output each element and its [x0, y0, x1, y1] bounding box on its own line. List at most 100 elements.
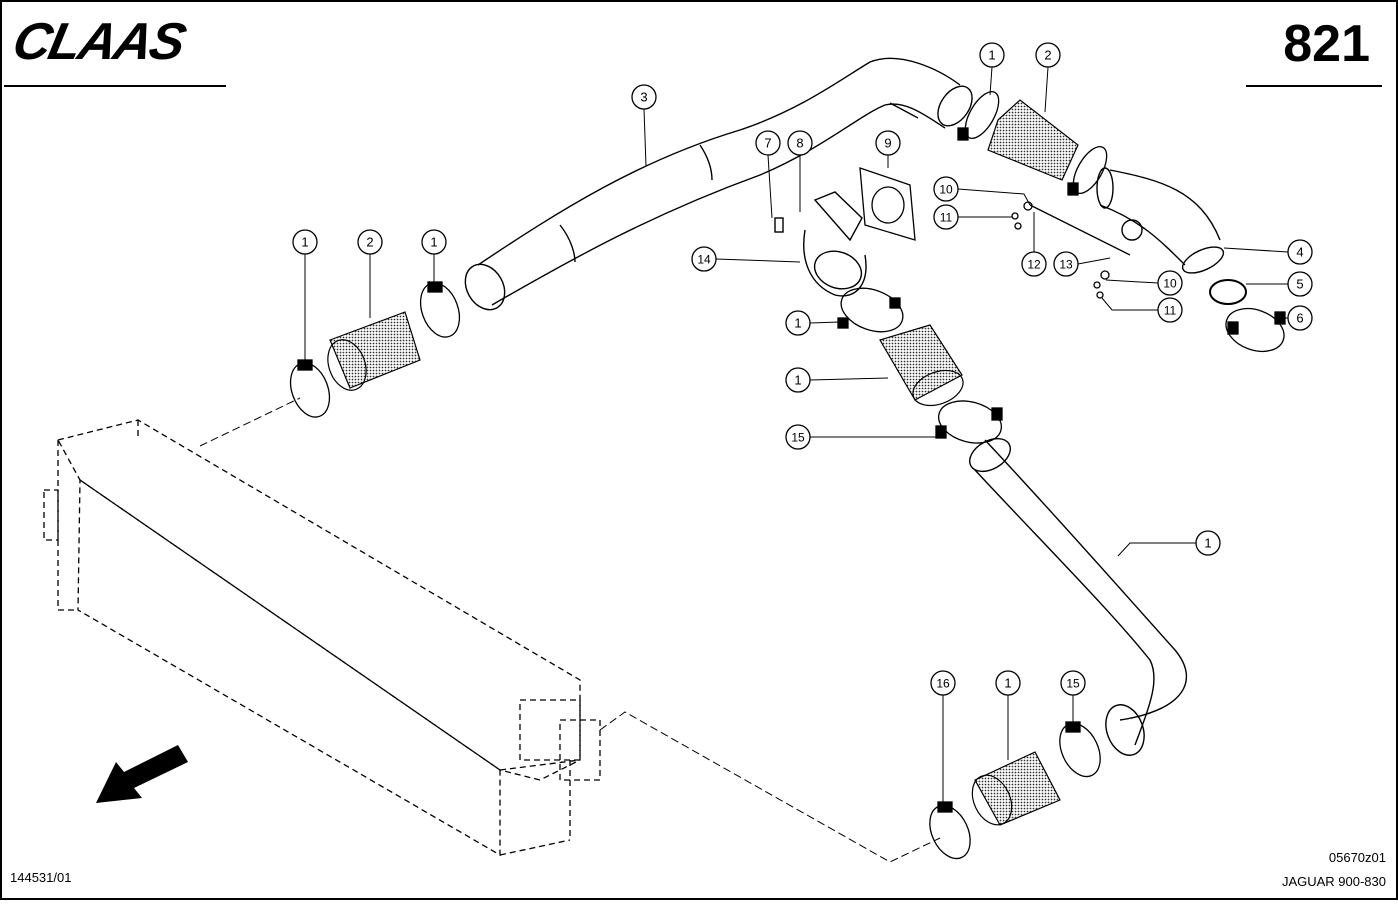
callout-leader [715, 258, 801, 263]
callout-2-1: 2 [357, 229, 383, 318]
callout-2-5: 2 [1035, 42, 1061, 113]
callout-number: 15 [1066, 677, 1080, 691]
drawing-id: 05670z01 [1328, 850, 1386, 865]
callout-bubble [787, 130, 813, 156]
callout-1-14: 1 [785, 310, 841, 336]
callout-bubble [875, 130, 901, 156]
callout-number: 11 [1164, 304, 1177, 318]
dash-link-upper [199, 397, 301, 447]
callout-leader [1117, 542, 1196, 557]
clamp-bottom-right [1059, 721, 1101, 778]
model-label: JAGUAR 900-830 [1281, 874, 1386, 889]
sensor-assembly [1011, 201, 1131, 299]
callout-number: 8 [796, 136, 803, 151]
callout-5-16: 5 [1246, 271, 1313, 297]
callout-number: 14 [697, 253, 711, 267]
callout-bubble [1287, 271, 1313, 297]
callout-number: 12 [1027, 258, 1041, 272]
callout-number: 1 [301, 235, 308, 250]
callout-leader [957, 188, 1031, 206]
callout-16-23: 16 [930, 670, 956, 802]
callout-1-4: 1 [979, 42, 1005, 96]
callout-leader [1101, 297, 1158, 311]
callout-1-0: 1 [292, 229, 318, 362]
callout-leader [643, 108, 647, 167]
callout-10-17: 10 [1105, 270, 1183, 296]
callout-15-21: 15 [785, 424, 938, 450]
callout-bubble [1195, 530, 1221, 556]
callout-bubble [691, 246, 717, 272]
callout-number: 2 [366, 235, 373, 250]
callout-leader [1044, 66, 1049, 113]
clamp-upper-left-b [419, 281, 461, 338]
callout-bubble [631, 84, 657, 110]
callout-bubble [1053, 251, 1079, 277]
elbow-14 [774, 191, 867, 297]
clamp-bottom-left [929, 801, 971, 860]
callout-11-18: 11 [1101, 297, 1183, 323]
bracket-small [889, 102, 919, 119]
dash-link-lower [599, 711, 941, 863]
callout-3-3: 3 [631, 84, 657, 167]
callout-number: 1 [1004, 676, 1011, 691]
callout-13-13: 13 [1053, 251, 1111, 277]
callout-10-10: 10 [933, 176, 1031, 206]
callout-leader [989, 66, 993, 96]
callout-bubble [1021, 251, 1047, 277]
callout-bubble [1060, 670, 1086, 696]
callout-6-19: 6 [1280, 305, 1313, 331]
doc-id: 144531/01 [10, 870, 72, 885]
callout-bubble [933, 176, 959, 202]
callout-bubble [1157, 297, 1183, 323]
callout-leader [1077, 257, 1111, 265]
pipe-4 [1096, 167, 1225, 274]
brand-logo: CLAAS [7, 13, 190, 71]
clamp-6 [1225, 307, 1286, 353]
callout-7-6: 7 [755, 130, 781, 219]
callout-bubble [785, 367, 811, 393]
callout-number: 5 [1296, 277, 1303, 292]
callout-number: 3 [640, 90, 647, 105]
callout-15-25: 15 [1060, 670, 1086, 722]
callout-1-2: 1 [421, 229, 447, 284]
callout-leader [1105, 279, 1159, 284]
o-ring-5 [1209, 279, 1247, 305]
callout-leader [809, 377, 889, 381]
callout-number: 1 [988, 48, 995, 63]
direction-arrow-icon [96, 745, 188, 803]
callout-9-8: 9 [875, 130, 901, 168]
clamp-top-right-a [957, 91, 1000, 141]
callout-number: 7 [764, 136, 771, 151]
callout-number: 16 [936, 677, 950, 691]
callout-number: 2 [1044, 48, 1051, 63]
callout-bubble [930, 670, 956, 696]
callout-bubble [1035, 42, 1061, 68]
callout-1-22: 1 [1117, 530, 1221, 557]
callout-bubble [292, 229, 318, 255]
callout-number: 13 [1059, 258, 1073, 272]
page-number: 821 [1283, 15, 1370, 73]
callout-4-15: 4 [1223, 239, 1313, 265]
callout-number: 11 [940, 211, 953, 225]
callout-bubble [755, 130, 781, 156]
hose-15-mid [879, 324, 964, 407]
callout-leader [1223, 247, 1289, 253]
callout-8-7: 8 [787, 130, 813, 212]
pipe-3 [464, 57, 973, 311]
callout-bubble [357, 229, 383, 255]
callout-bubble [421, 229, 447, 255]
callout-12-12: 12 [1021, 212, 1047, 277]
callout-1-24: 1 [995, 670, 1021, 760]
callout-1-20: 1 [785, 367, 889, 393]
clamp-mid-lower [935, 400, 1003, 444]
callout-number: 1 [794, 316, 801, 331]
clamp-top-right-b [1067, 146, 1108, 196]
hose-2-top [987, 99, 1079, 181]
callout-number: 6 [1296, 311, 1303, 326]
callout-number: 4 [1296, 245, 1303, 260]
callout-bubble [979, 42, 1005, 68]
